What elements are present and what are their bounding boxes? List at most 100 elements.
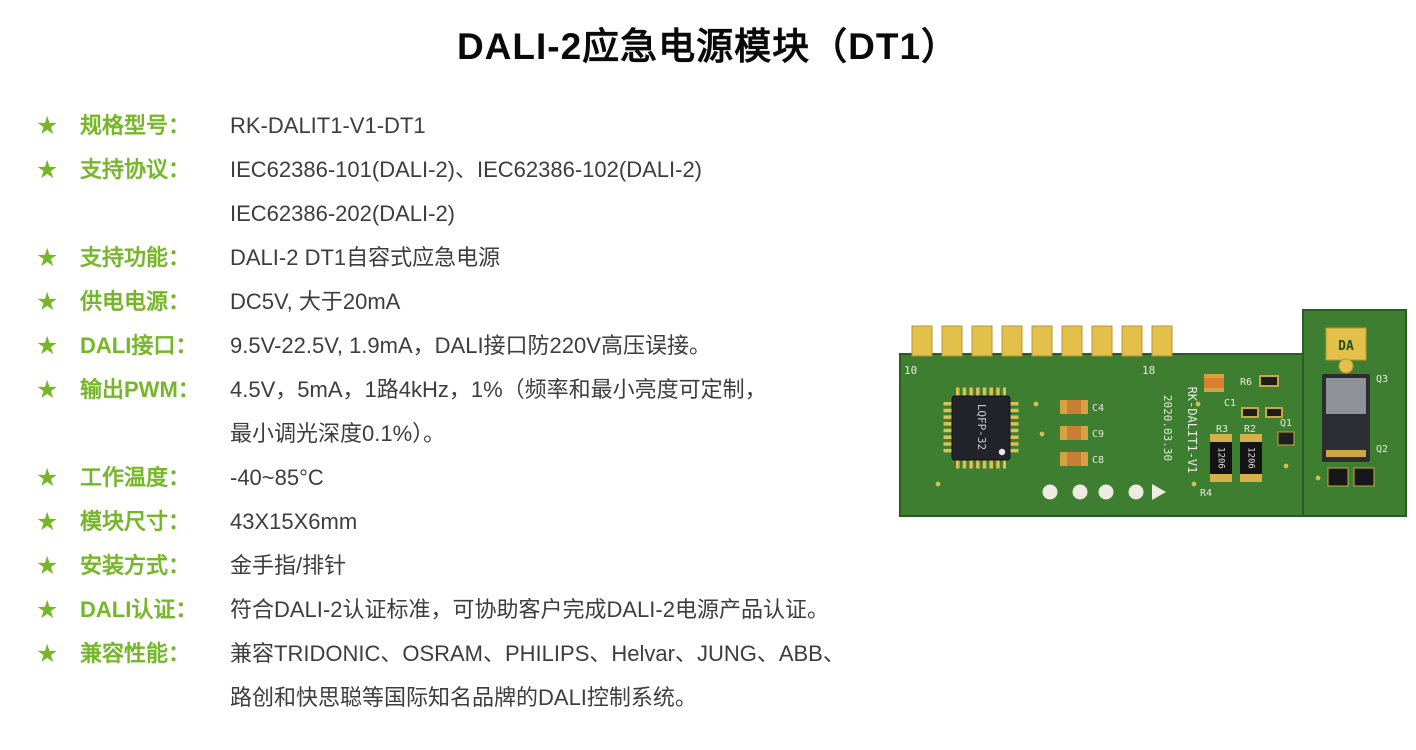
star-icon: ★ — [36, 244, 59, 272]
power-ic-q3 — [1322, 374, 1370, 462]
spec-row-power: ★ 供电电源： DC5V, 大于20mA — [36, 280, 896, 324]
spec-value-line: 最小调光深度0.1%）。 — [230, 421, 446, 446]
star-icon: ★ — [36, 552, 59, 580]
small-component — [1265, 407, 1283, 418]
qfp-chip: LQFP-32 — [943, 387, 1019, 469]
spec-value-line: 43X15X6mm — [230, 509, 358, 534]
spec-value: IEC62386-101(DALI-2)、IEC62386-102(DALI-2… — [230, 148, 702, 236]
component-1206-b: 1206 — [1240, 434, 1262, 482]
spec-value: RK-DALIT1-V1-DT1 — [230, 104, 426, 148]
spec-value: 符合DALI-2认证标准，可协助客户完成DALI-2电源产品认证。 — [230, 588, 829, 632]
spec-value: 4.5V，5mA，1路4kHz，1%（频率和最小亮度可定制， 最小调光深度0.1… — [230, 368, 767, 456]
svg-text:DA: DA — [1338, 339, 1354, 354]
spec-row-protocol: ★ 支持协议： IEC62386-101(DALI-2)、IEC62386-10… — [36, 148, 896, 236]
spec-row-temperature: ★ 工作温度： -40~85°C — [36, 456, 896, 500]
spec-row-certification: ★ DALI认证： 符合DALI-2认证标准，可协助客户完成DALI-2电源产品… — [36, 588, 896, 632]
spec-label: DALI认证： — [80, 597, 198, 622]
spec-row-function: ★ 支持功能： DALI-2 DT1自容式应急电源 — [36, 236, 896, 280]
spec-value: -40~85°C — [230, 456, 324, 500]
spec-label: 输出PWM： — [80, 377, 200, 402]
silkscreen-model: RK-DALIT1-V1 — [1185, 387, 1199, 474]
star-icon: ★ — [36, 508, 59, 536]
star-icon: ★ — [36, 640, 59, 668]
ref-r4: R4 — [1200, 488, 1212, 499]
spec-value: 9.5V-22.5V, 1.9mA，DALI接口防220V高压误接。 — [230, 324, 711, 368]
da-pad: DA — [1325, 327, 1367, 374]
capacitor-c4: C4 — [1060, 400, 1104, 414]
capacitor-c8: C8 — [1060, 452, 1104, 466]
star-icon: ★ — [36, 376, 59, 404]
pin-number-left: 10 — [904, 364, 917, 377]
spec-label: 供电电源： — [80, 289, 191, 314]
spec-row-model: ★ 规格型号： RK-DALIT1-V1-DT1 — [36, 104, 896, 148]
spec-value: 43X15X6mm — [230, 500, 357, 544]
spec-value-line: RK-DALIT1-V1-DT1 — [230, 113, 426, 138]
svg-text:C4: C4 — [1092, 403, 1104, 414]
star-icon: ★ — [36, 332, 59, 360]
star-icon: ★ — [36, 112, 59, 140]
pin1-dot — [998, 448, 1006, 456]
spec-row-pwm-output: ★ 输出PWM： 4.5V，5mA，1路4kHz，1%（频率和最小亮度可定制， … — [36, 368, 896, 456]
resistor-r6 — [1259, 375, 1279, 387]
orange-capacitor — [1204, 374, 1224, 392]
ref-q2: Q2 — [1376, 444, 1388, 455]
spec-row-compatibility: ★ 兼容性能： 兼容TRIDONIC、OSRAM、PHILIPS、Helvar、… — [36, 632, 896, 720]
spec-value-line: 9.5V-22.5V, 1.9mA，DALI接口防220V高压误接。 — [230, 333, 711, 358]
spec-row-dali-interface: ★ DALI接口： 9.5V-22.5V, 1.9mA，DALI接口防220V高… — [36, 324, 896, 368]
spec-label: 模块尺寸： — [80, 509, 191, 534]
spec-value: DALI-2 DT1自容式应急电源 — [230, 236, 500, 280]
star-icon: ★ — [36, 596, 59, 624]
spec-value: 兼容TRIDONIC、OSRAM、PHILIPS、Helvar、JUNG、ABB… — [230, 632, 845, 720]
spec-value-line: 兼容TRIDONIC、OSRAM、PHILIPS、Helvar、JUNG、ABB… — [230, 641, 845, 666]
spec-row-mounting: ★ 安装方式： 金手指/排针 — [36, 544, 896, 588]
spec-value-line: IEC62386-101(DALI-2)、IEC62386-102(DALI-2… — [230, 157, 703, 182]
via-pads — [935, 401, 1321, 487]
svg-text:C8: C8 — [1092, 455, 1104, 466]
spec-value-line: 金手指/排针 — [230, 553, 347, 578]
ref-q3: Q3 — [1376, 374, 1388, 385]
capacitor-c9: C9 — [1060, 426, 1104, 440]
spec-value-line: DC5V, 大于20mA — [230, 289, 401, 314]
transistor-q1 — [1277, 431, 1295, 446]
spec-value: DC5V, 大于20mA — [230, 280, 400, 324]
star-icon: ★ — [36, 288, 59, 316]
spec-value-line: 4.5V，5mA，1路4kHz，1%（频率和最小亮度可定制， — [230, 377, 767, 402]
spec-value: 金手指/排针 — [230, 544, 346, 588]
sot23-component — [1327, 467, 1349, 487]
spec-value-line: DALI-2 DT1自容式应急电源 — [230, 245, 501, 270]
spec-label: 支持协议： — [80, 157, 191, 182]
page-title: DALI-2应急电源模块（DT1） — [456, 26, 960, 67]
sot23-component — [1353, 467, 1375, 487]
ref-r2: R2 — [1244, 424, 1256, 435]
spec-list: ★ 规格型号： RK-DALIT1-V1-DT1 ★ 支持协议： IEC6238… — [36, 104, 896, 720]
pcb-photo: 10 18 LQFP-32 C4 C9 — [898, 308, 1410, 520]
silkscreen-date: 2020.03.30 — [1161, 395, 1174, 461]
gold-fingers — [911, 325, 1173, 357]
spec-value-line: 路创和快思聪等国际知名品牌的DALI控制系统。 — [230, 685, 697, 710]
svg-text:1206: 1206 — [1246, 447, 1256, 469]
pin-number-right: 18 — [1142, 364, 1155, 377]
spec-value-line: IEC62386-202(DALI-2) — [230, 201, 456, 226]
pcb-board-graphic: 10 18 LQFP-32 C4 C9 — [899, 309, 1407, 517]
spec-label: 支持功能： — [80, 245, 191, 270]
spec-label: 兼容性能： — [80, 641, 191, 666]
small-component — [1241, 407, 1259, 418]
spec-row-dimensions: ★ 模块尺寸： 43X15X6mm — [36, 500, 896, 544]
spec-value-line: -40~85°C — [230, 465, 324, 490]
ref-r3: R3 — [1216, 424, 1228, 435]
component-1206-a: 1206 — [1210, 434, 1232, 482]
spec-label: 工作温度： — [80, 465, 191, 490]
ref-q1: Q1 — [1280, 418, 1292, 429]
chip-label: LQFP-32 — [975, 404, 988, 450]
ref-c1: C1 — [1224, 398, 1236, 409]
ref-r6: R6 — [1240, 377, 1252, 388]
svg-text:C9: C9 — [1092, 429, 1104, 440]
arrow-mark — [1152, 484, 1166, 500]
spec-label: 安装方式： — [80, 553, 191, 578]
spec-value-line: 符合DALI-2认证标准，可协助客户完成DALI-2电源产品认证。 — [230, 597, 829, 622]
svg-text:1206: 1206 — [1216, 447, 1226, 469]
spec-label: DALI接口： — [80, 333, 198, 358]
star-icon: ★ — [36, 464, 59, 492]
spec-label: 规格型号： — [80, 113, 191, 138]
